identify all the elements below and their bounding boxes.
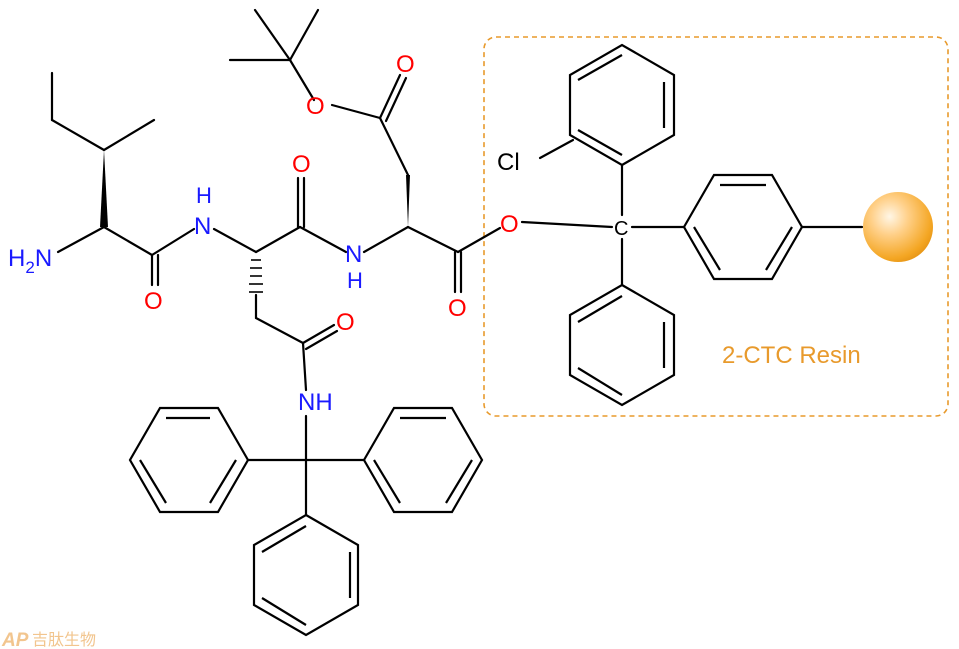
oxygen-asn-side: O [336, 309, 355, 336]
watermark-company: 吉肽生物 [32, 630, 96, 649]
amide-h-2: H [347, 268, 363, 293]
amide-h-1: H [196, 183, 212, 208]
benzene-rings [128, 43, 804, 637]
resin-region-box [483, 36, 949, 417]
ctc-phenyl-bottom [568, 283, 676, 407]
resin-label: 2-CTC Resin [722, 342, 861, 369]
chlorophenyl-ring [568, 43, 676, 167]
watermark-logo: AP [1, 630, 29, 649]
amine-label: H2N [8, 245, 52, 277]
oxygen-ester: O [306, 93, 325, 120]
amide-n-1: N [194, 213, 211, 240]
trityl-phenyl-left [128, 406, 250, 514]
resin-phenyl-ring [682, 173, 804, 281]
bonds [50, 8, 864, 517]
atom-labels: H2N H N N H NH O O O O O O O Cl C [8, 51, 628, 416]
watermark: AP 吉肽生物 [1, 630, 96, 649]
resin-bead [863, 192, 933, 262]
oxygen-asn-carbonyl: O [292, 151, 311, 178]
side-chain-nh: NH [298, 389, 333, 416]
trityl-phenyl-bottom [252, 513, 360, 637]
amide-n-2: N [345, 241, 362, 268]
stereo-bonds [100, 150, 410, 293]
chloro-label: Cl [497, 149, 520, 176]
oxygen-resin-link: O [500, 211, 519, 238]
trityl-carbon-label: C [614, 218, 628, 240]
oxygen-ile-carbonyl: O [144, 288, 163, 315]
oxygen-ester-carbonyl: O [396, 51, 415, 78]
oxygen-resin-carbonyl: O [448, 295, 467, 322]
trityl-phenyl-right [362, 406, 484, 514]
